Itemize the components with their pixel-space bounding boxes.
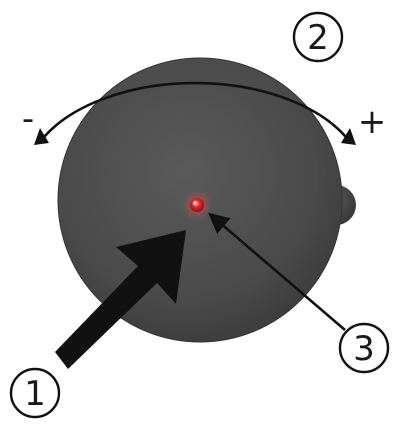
minus-direction-label: -: [22, 99, 34, 139]
callout-2: 2: [294, 13, 342, 61]
led-indicator-icon: [181, 189, 213, 221]
callout-1-label: 1: [24, 374, 46, 414]
callout-2-label: 2: [307, 18, 329, 58]
callout-3: 3: [340, 324, 388, 372]
callout-3-label: 3: [353, 329, 375, 369]
callout-1: 1: [11, 369, 59, 417]
plus-direction-label: +: [358, 102, 387, 142]
